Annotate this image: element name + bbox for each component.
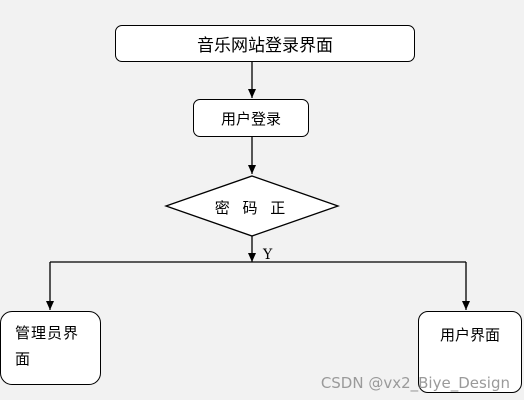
decision-password-check-text: 密 码 正 [214, 199, 290, 217]
node-user-login: 用户登录 [193, 99, 309, 137]
csdn-watermark: CSDN @vx2_Biye_Design [320, 374, 510, 392]
node-login-text: 用户登录 [220, 109, 281, 128]
node-music-site-login-page: 音乐网站登录界面 [115, 25, 415, 62]
branch-yes-label: Y [263, 247, 273, 263]
node-user-text: 用户界面 [439, 326, 500, 344]
node-admin-page: 管理员界面 [0, 311, 101, 385]
node-admin-text: 管理员界面 [15, 324, 80, 368]
node-user-page: 用户界面 [418, 311, 522, 393]
node-title-text: 音乐网站登录界面 [197, 36, 333, 56]
